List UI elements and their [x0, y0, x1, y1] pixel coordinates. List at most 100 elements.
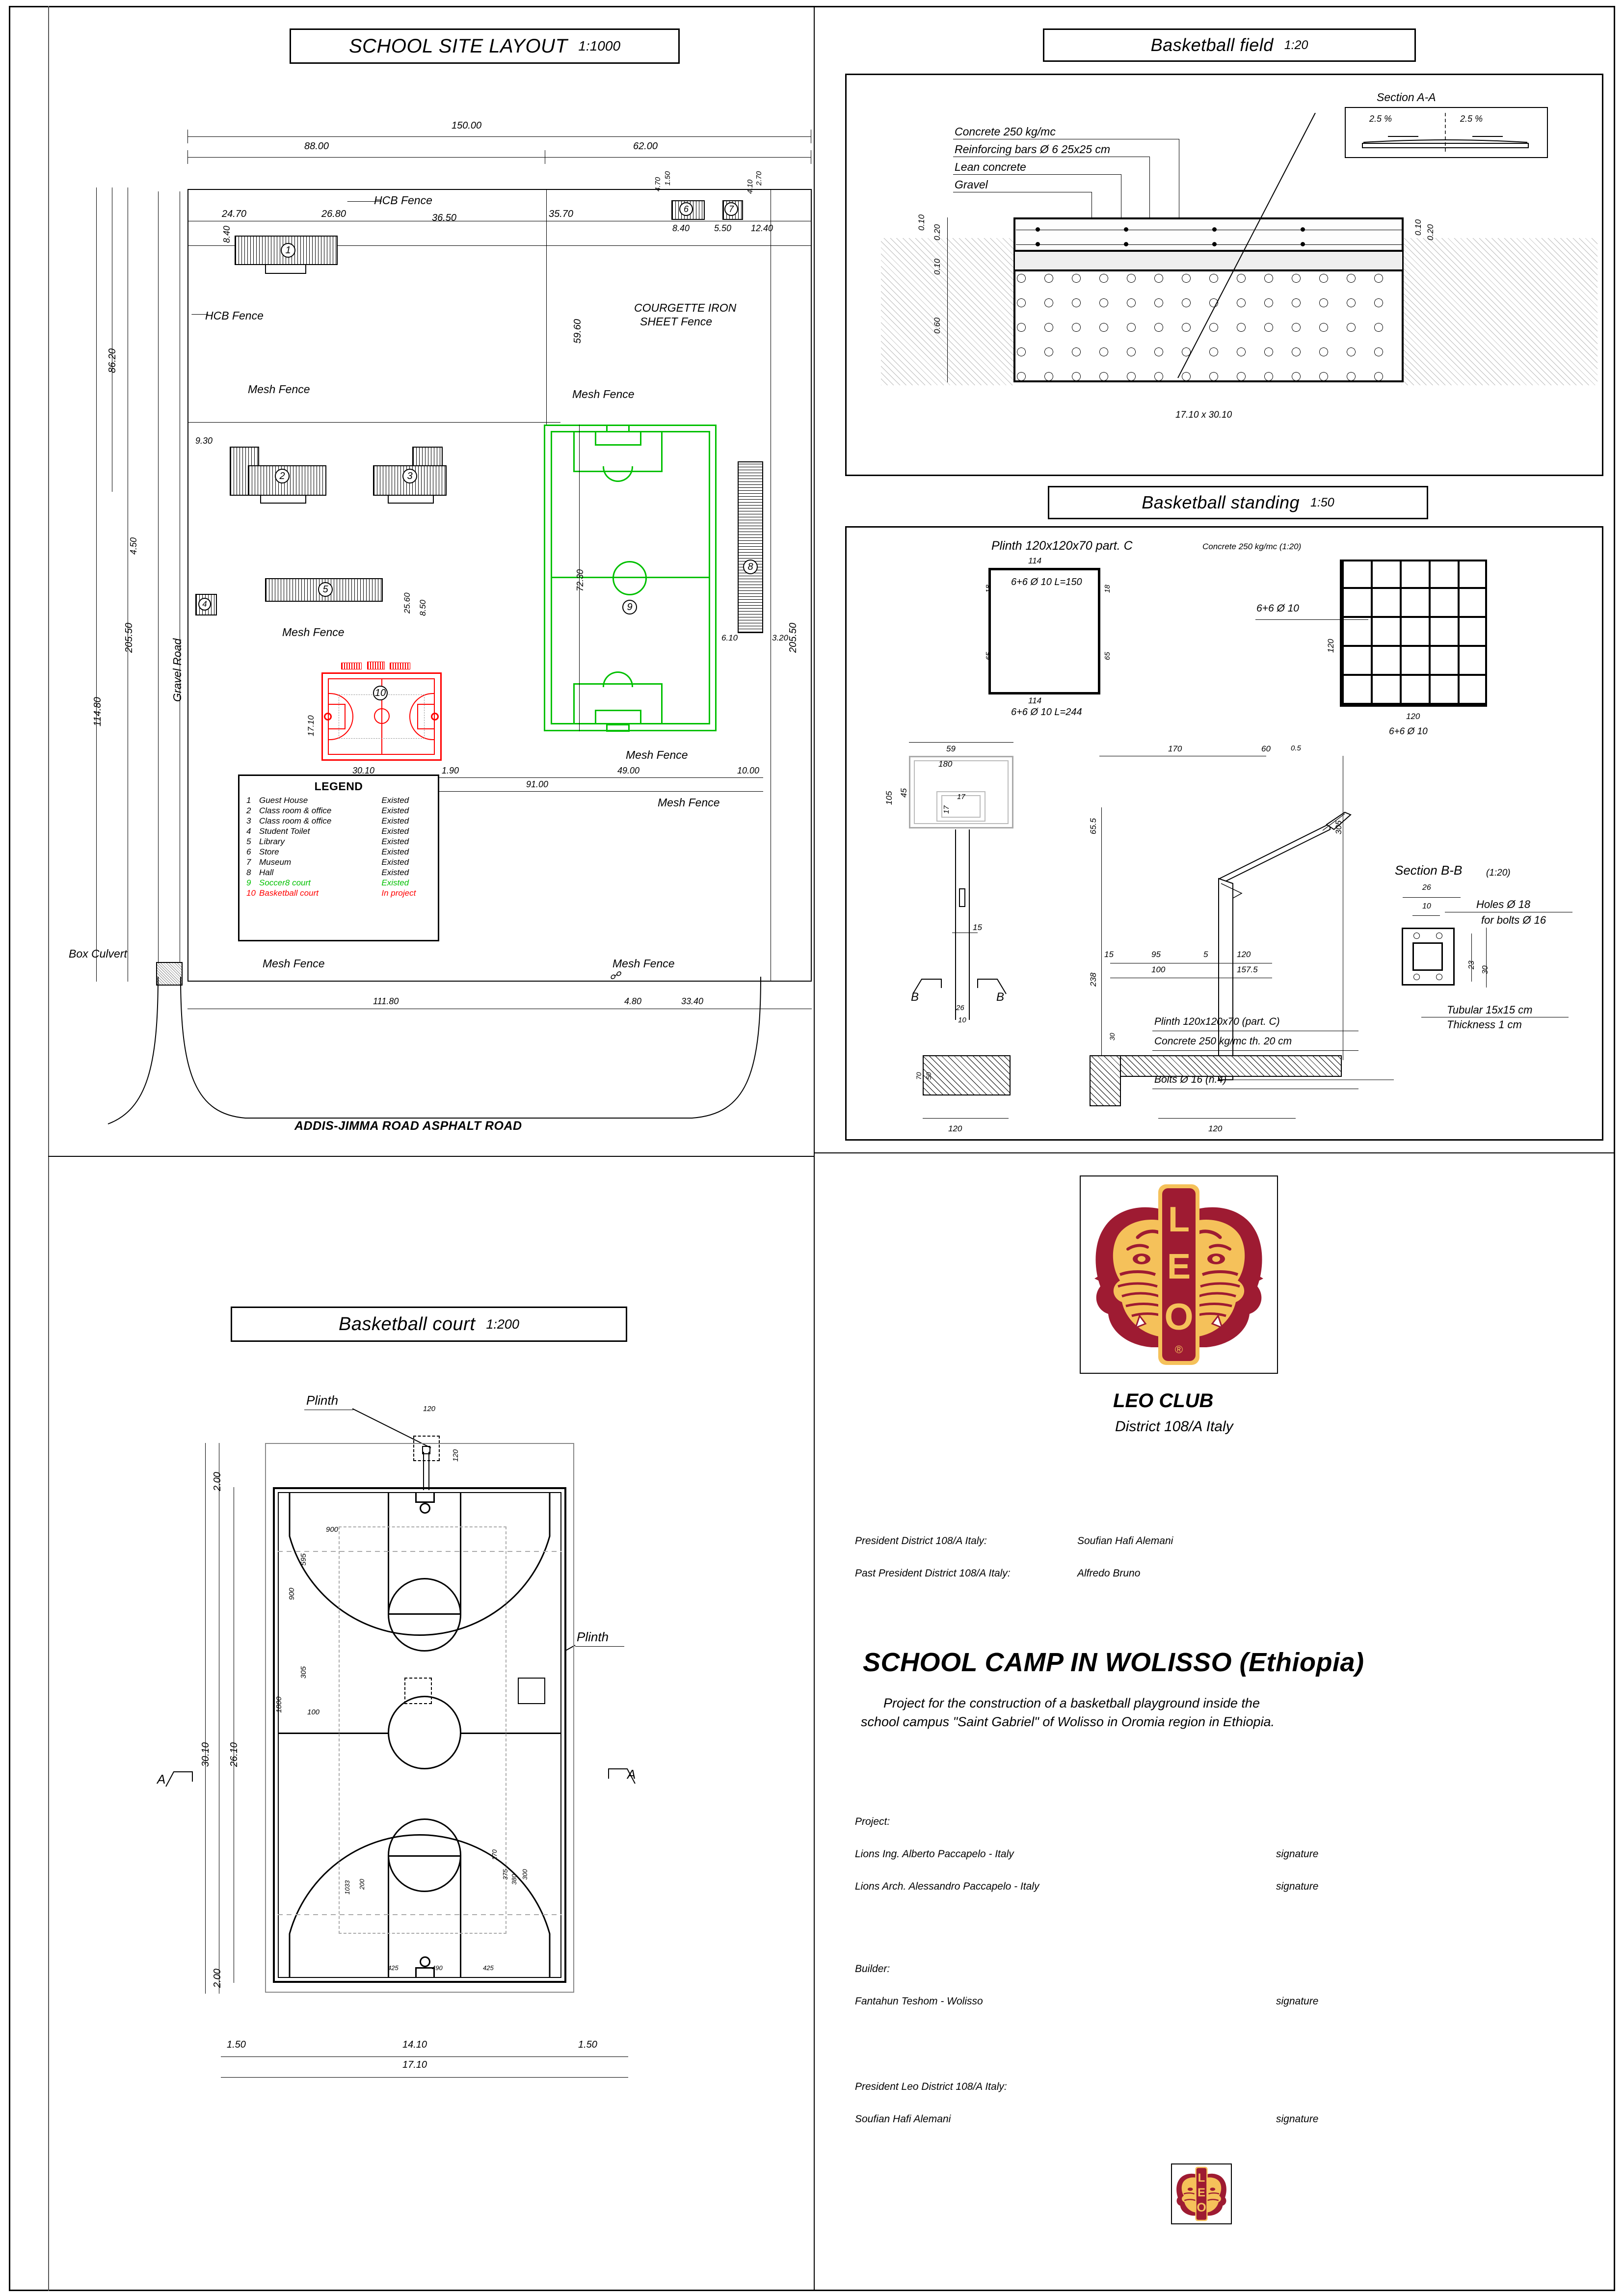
section-heading-0: Project:	[855, 1816, 890, 1827]
section-1-row-0-name: Fantahun Teshom - Wolisso	[855, 1996, 983, 2007]
site-dim-150b: 1.50	[664, 171, 672, 186]
legend-row-number: 10	[246, 888, 256, 898]
court-key-circle-top	[388, 1578, 461, 1652]
logo-small-letter-o: O	[1197, 2201, 1206, 2215]
site-layout-scale: 1:1000	[578, 38, 621, 53]
section-bb-dimline-30	[1486, 928, 1487, 988]
bb-field-title: Basketball field	[1150, 35, 1274, 55]
section-aa-slope-left: 2.5 %	[1369, 114, 1392, 124]
court-hoop-top	[420, 1503, 430, 1514]
bb-field-dim-r2: 0.20	[1426, 224, 1435, 240]
foundation-dim-70: 70	[915, 1072, 923, 1080]
rebar-dot	[1036, 242, 1040, 246]
court-dimline-bottom-2	[221, 2077, 628, 2078]
court-dim-120-top: 120	[423, 1405, 436, 1413]
court-guide-line-top	[278, 1551, 561, 1552]
mesh-fence-label-6: Mesh Fence	[658, 796, 720, 809]
dim-tick	[187, 130, 188, 143]
plinth-concrete-note: Concrete 250 kg/mc (1:20)	[1202, 542, 1302, 551]
site-dimline-11480	[96, 187, 97, 982]
section-0-row-1-sign: signature	[1276, 1881, 1319, 1892]
section-b-arrows	[912, 979, 1007, 994]
court-dim-305: 305	[299, 1666, 308, 1679]
box-culvert-symbol	[156, 962, 183, 986]
court-guide-line-bottom	[278, 1914, 561, 1915]
court-guide-rect	[339, 1526, 506, 1934]
site-dim-1000: 10.00	[737, 766, 760, 775]
bb-standing-title: Basketball standing	[1142, 492, 1300, 512]
basketball-bench-right	[390, 663, 410, 669]
concrete-slab	[1013, 217, 1404, 252]
section-0-row-1-name: Lions Arch. Alessandro Paccapelo - Italy	[855, 1881, 1039, 1892]
section-bb-dim-30: 30	[1481, 965, 1490, 974]
plinth-rebar-grid	[1340, 560, 1487, 707]
baseplate-outline	[1402, 928, 1455, 986]
legend-row-number: 6	[246, 847, 251, 857]
basketball-bench-left	[341, 663, 362, 669]
foundation-side-dim-30: 30	[1108, 1033, 1116, 1041]
court-dim-150-right: 1.50	[578, 2039, 597, 2050]
tubular-section	[1412, 942, 1443, 971]
plinth-dim-top: 114	[1028, 556, 1042, 565]
site-dimline-91b	[321, 791, 763, 792]
site-dim-850: 8.50	[418, 599, 427, 616]
rebar-dot	[1301, 227, 1305, 232]
court-inner-outline	[278, 1492, 561, 1978]
legend-row-description: Museum	[259, 857, 292, 867]
site-layout-title-box: SCHOOL SITE LAYOUT 1:1000	[290, 28, 680, 64]
bb-field-dim-010b: 0.10	[932, 258, 942, 275]
bb-field-note-concrete: Concrete 250 kg/mc	[955, 125, 1056, 138]
court-plinth-label-top: Plinth	[306, 1393, 339, 1408]
bb-field-dimline-left	[947, 217, 948, 382]
standing-note-concrete: Concrete 250 kg/mc th. 20 cm	[1154, 1036, 1292, 1047]
plinth-note: Plinth 120x120x70 part. C	[991, 539, 1133, 553]
building-number-8: 8	[743, 560, 758, 574]
section-aa-profile	[1362, 113, 1529, 154]
site-boundary-top	[187, 189, 811, 190]
section-bb-dim-10: 10	[1422, 902, 1431, 910]
standing-pole-plate	[959, 888, 965, 907]
leader-hcb-left	[185, 314, 209, 325]
site-dim-1240: 12.40	[751, 223, 773, 233]
soccer-goal-bottom	[606, 724, 630, 732]
site-dim-930: 9.30	[195, 436, 213, 446]
mesh-fence-label-5: Mesh Fence	[626, 748, 688, 761]
court-dim-375: 375	[502, 1869, 509, 1880]
court-three-point-bottom	[289, 1834, 551, 1978]
legend-row-number: 7	[246, 857, 251, 867]
court-dim-120-side: 120	[452, 1449, 460, 1462]
legend-row-description: Class room & office	[259, 806, 332, 816]
standing-side-elevation	[1218, 811, 1394, 1080]
court-key-circle-bottom	[388, 1818, 461, 1892]
court-center-circle	[388, 1696, 461, 1769]
bb-field-scale: 1:20	[1284, 38, 1308, 52]
bb-court-scale: 1:200	[486, 1316, 519, 1332]
foundation-dim-50: 50	[925, 1072, 932, 1080]
backboard-outer	[909, 756, 1013, 828]
asphalt-road-outline	[107, 977, 761, 1124]
backboard-inner	[914, 760, 1009, 824]
logo-letter-o: O	[1164, 1296, 1193, 1338]
bb-field-note-gravel: Gravel	[955, 178, 988, 191]
court-dim-100: 100	[307, 1708, 320, 1716]
logo-letter-e: E	[1167, 1247, 1191, 1286]
site-dim-2470: 24.70	[222, 209, 247, 219]
section-b-mark-right: B	[996, 990, 1005, 1004]
site-dim-11480: 114.80	[92, 697, 103, 726]
site-dim-320: 3.20	[772, 633, 789, 642]
court-dim-150-left: 1.50	[227, 2039, 246, 2050]
side-dim-1575: 157.5	[1237, 965, 1258, 974]
bb-field-leader-2v	[1149, 157, 1150, 238]
soccer-dimline-vert	[579, 425, 580, 731]
court-dim-170: 170	[491, 1849, 498, 1860]
mesh-fence-label-2: Mesh Fence	[572, 388, 635, 400]
side-dim-305: 305	[1334, 820, 1343, 834]
site-dim-150: 150.00	[452, 120, 482, 131]
soccer-dim-7230: 72.30	[575, 569, 585, 591]
section-0-row-0-sign: signature	[1276, 1848, 1319, 1860]
court-dim-900b: 900	[326, 1525, 339, 1534]
leader-hcb-top	[339, 190, 382, 202]
side-dim-238: 238	[1089, 972, 1098, 987]
